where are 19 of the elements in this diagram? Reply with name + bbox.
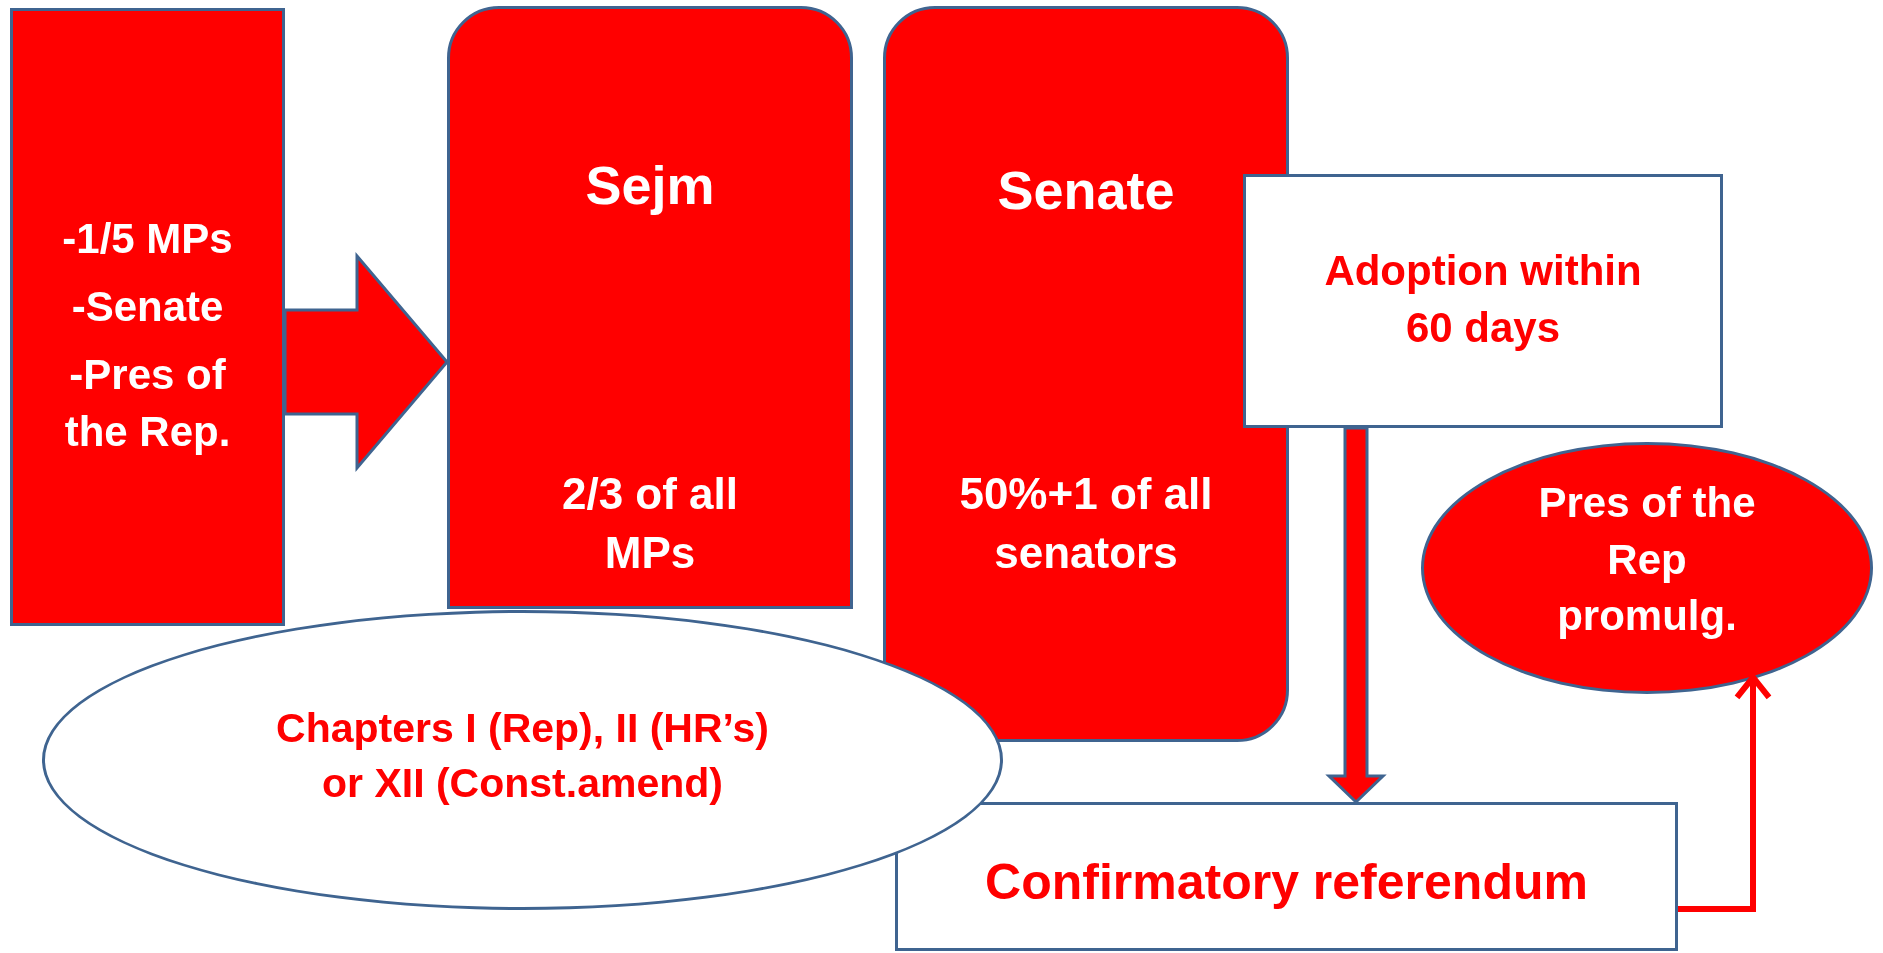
node-text: Confirmatory referendum [984,853,1589,912]
node-text: -1/5 MPs [61,214,234,264]
process-box [883,6,1289,742]
node-text: Adoption within 60 days [1323,246,1643,353]
process-box [895,802,1678,951]
block-arrow [1325,426,1387,805]
chamber-title: Sejm [584,154,716,217]
node-text: Chapters I (Rep), II (HR’s) or XII (Const.amend) [275,704,770,809]
process-box [10,8,285,626]
process-box [447,6,853,609]
arrow [1678,674,1772,912]
block-arrow [283,251,449,473]
node-text: -Senate [70,282,225,332]
chamber-title: Senate [996,159,1176,222]
majority-text: 50%+1 of all senators [958,468,1214,580]
majority-text: 2/3 of all MPs [560,468,740,580]
node-text: Pres of the Rep promulg. [1537,478,1757,642]
process-box [1243,174,1723,428]
node-text: -Pres of the Rep. [63,350,232,457]
